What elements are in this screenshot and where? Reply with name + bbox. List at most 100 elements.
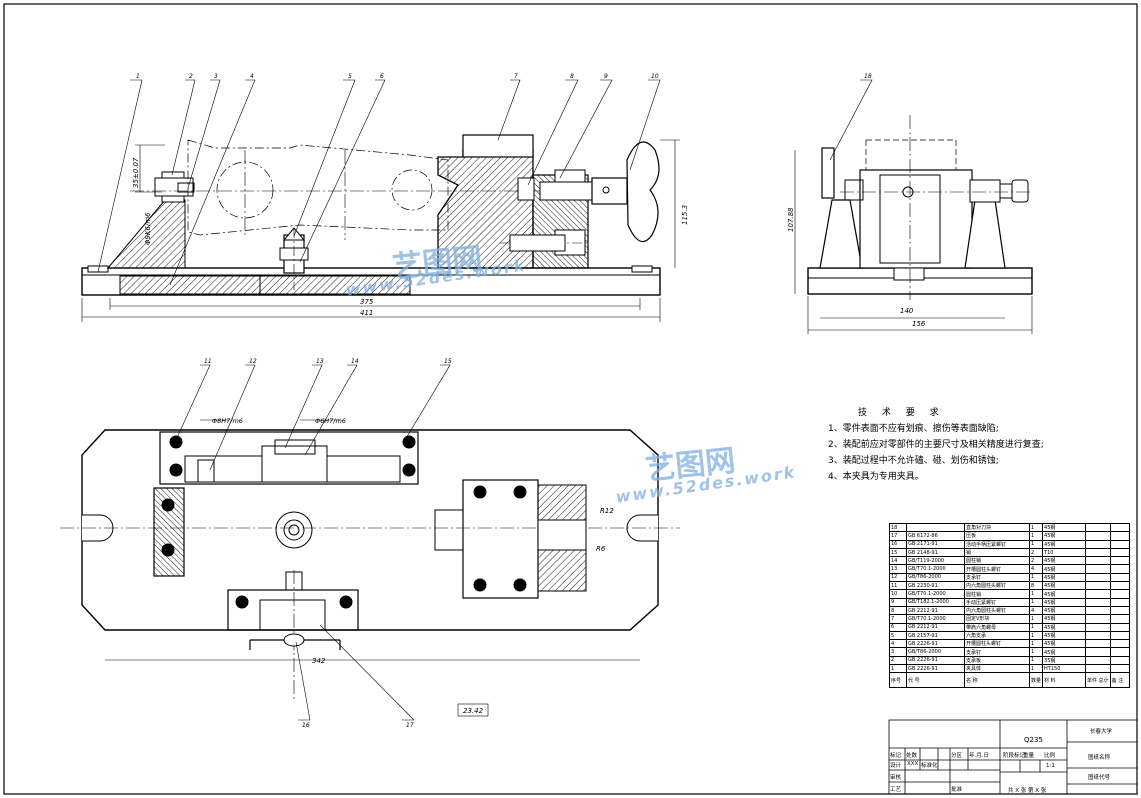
tech-item-2: 2、装配前应对零部件的主要尺寸及相关精度进行复查; (828, 440, 1044, 450)
tb-stage: 阶段标记 (1003, 753, 1026, 759)
bom-cell-name: 活动手柄压紧螺钉 (964, 539, 1030, 549)
bom-header-qty: 数量 (1028, 672, 1044, 689)
bom-cell-mat: 45钢 (1042, 522, 1087, 533)
bom-cell-name: 直角对刀块 (964, 522, 1030, 533)
bom-header-weight: 单件 总计 (1085, 672, 1111, 689)
balloon-labels: 1 2 3 4 5 6 7 8 9 10 11 12 13 14 15 16 1… (136, 73, 872, 729)
balloon-17: 17 (406, 722, 414, 729)
balloon-5: 5 (348, 73, 352, 80)
bom-cell-weight (1085, 664, 1111, 674)
dim-side-140: 140 (900, 307, 914, 315)
bom-cell-no: 7 (889, 614, 907, 624)
bom-cell-remark (1109, 655, 1130, 666)
bom-cell-mat: 35钢 (1042, 655, 1087, 666)
bom-cell-mat: 45钢 (1042, 639, 1087, 649)
technical-requirements: 技 术 要 求 1、零件表面不应有划痕、擦伤等表面缺陷; 2、装配前应对零部件的… (828, 405, 1128, 485)
balloon-12: 12 (249, 358, 257, 365)
bom-cell-name: 带肩六角螺母 (964, 622, 1030, 632)
bom-cell-remark (1109, 522, 1130, 533)
tb-std: 标准化 (921, 763, 938, 769)
tb-drawing-code: 图纸代号 (1088, 775, 1111, 781)
bom-cell-code: GB 2230-91 (906, 581, 965, 591)
bom-cell-code: GB/T119-2000 (906, 556, 965, 566)
balloon-1: 1 (136, 73, 140, 80)
bom-cell-code: GB 2226-91 (906, 655, 965, 666)
bom-cell-weight (1085, 564, 1111, 574)
bom-cell-code: GB 2148-91 (906, 547, 965, 558)
bom-cell-qty: 1 (1028, 639, 1044, 649)
bom-cell-no: 16 (889, 539, 907, 549)
bom-cell-no: 17 (889, 531, 907, 541)
bom-cell-name: 圆柱销 (964, 556, 1030, 566)
bom-cell-code: GB 2212-91 (906, 622, 965, 632)
balloon-14: 14 (351, 358, 359, 365)
bom-cell-name: 开槽圆柱头螺钉 (964, 639, 1030, 649)
bom-cell-name: 支承钉 (964, 572, 1030, 583)
tb-xxx: XXX (907, 761, 919, 767)
bom-cell-remark (1109, 589, 1130, 599)
bom-cell-mat: 45钢 (1042, 572, 1087, 583)
plan-view (60, 429, 680, 700)
bom-cell-qty: 1 (1028, 655, 1044, 666)
bom-cell-qty: 1 (1028, 622, 1044, 632)
bom-cell-code: GB 6172-86 (906, 531, 965, 541)
bom-header-mat: 材 料 (1042, 672, 1087, 689)
bom-cell-no: 11 (889, 581, 907, 591)
bom-cell-weight (1085, 581, 1111, 591)
plan-bolts (161, 435, 527, 609)
bom-cell-no: 2 (889, 655, 907, 666)
tb-row-date: 年.月.日 (969, 753, 989, 759)
bom-cell-code: GB 2171-91 (906, 539, 965, 549)
bom-cell-code (906, 522, 965, 533)
balloon-2: 2 (189, 73, 193, 80)
bom-cell-qty: 1 (1028, 630, 1044, 641)
bom-cell-qty: 1 (1028, 572, 1044, 583)
tb-sheet: 共 X 张 第 X 张 (1008, 788, 1047, 794)
balloon-13: 13 (316, 358, 324, 365)
bom-cell-remark (1109, 572, 1130, 583)
tech-title: 技 术 要 求 (858, 408, 945, 418)
bom-cell-qty: 1 (1028, 664, 1044, 674)
bom-cell-no: 18 (889, 522, 907, 533)
dim-115: 115.3 (681, 205, 689, 225)
tb-role-review: 审核 (890, 775, 902, 781)
dim-plan-342: 342 (312, 657, 326, 665)
bom-cell-name: 支承钉 (964, 647, 1030, 657)
bom-cell-mat: 45钢 (1042, 589, 1087, 599)
tb-role-approve: 批准 (951, 787, 963, 793)
balloon-3: 3 (214, 73, 218, 80)
bom-cell-qty: 2 (1028, 547, 1044, 558)
tech-item-1: 1、零件表面不应有划痕、擦伤等表面缺陷; (828, 424, 999, 434)
bom-cell-name: 开槽圆柱头螺钉 (964, 564, 1030, 574)
dim-plan-r12: R12 (600, 507, 614, 515)
bom-cell-name: 固定V形块 (964, 614, 1030, 624)
tb-role-design: 设计 (890, 763, 902, 769)
bom-cell-mat: 45钢 (1042, 531, 1087, 541)
front-view (81, 134, 661, 296)
bom-cell-mat: 45钢 (1042, 539, 1087, 549)
bom-cell-weight (1085, 547, 1111, 558)
bom-cell-mat: HT150 (1042, 664, 1087, 674)
bom-cell-qty: 1 (1028, 531, 1044, 541)
balloon-15: 15 (444, 358, 452, 365)
bom-cell-remark (1109, 547, 1130, 558)
balloon-11: 11 (204, 358, 212, 365)
bom-cell-remark (1109, 531, 1130, 541)
bom-cell-qty: 4 (1028, 605, 1044, 616)
bom-cell-code: GB/T70.1-2000 (906, 589, 965, 599)
dim-plan-box: 23.42 (463, 707, 484, 715)
bom-cell-weight (1085, 647, 1111, 657)
bom-cell-name: 支承板 (964, 655, 1030, 666)
side-view-dims (794, 150, 1033, 334)
bom-cell-code: GB/T70.1-2000 (906, 614, 965, 624)
bom-cell-code: GB/T86-2000 (906, 572, 965, 583)
bom-cell-qty: 4 (1028, 564, 1044, 574)
bom-cell-mat: T10 (1042, 547, 1087, 558)
bom-cell-qty: 1 (1028, 522, 1044, 533)
